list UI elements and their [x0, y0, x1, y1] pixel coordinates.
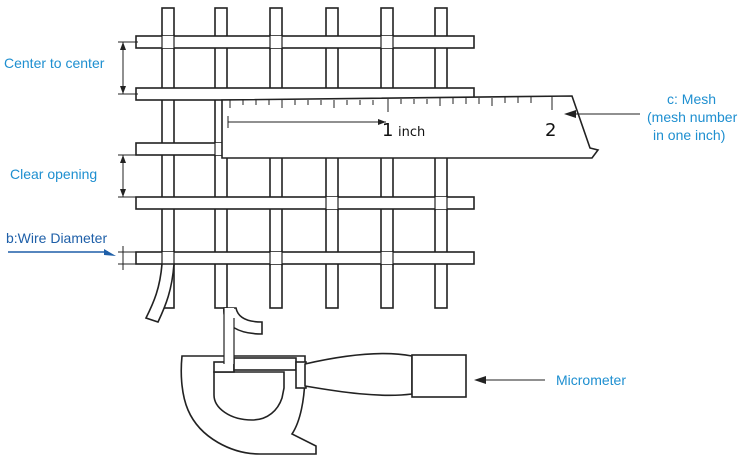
mesh-label-line3: in one inch) [653, 127, 725, 143]
mesh-pointer [564, 110, 640, 118]
vertical-wire [161, 7, 175, 309]
micrometer-pointer [474, 376, 545, 384]
micrometer-spindle [233, 357, 297, 371]
ruler-inch-unit: inch [398, 125, 425, 140]
horizontal-wire [135, 196, 475, 210]
horizontal-wire [135, 251, 475, 265]
micrometer-frame [180, 355, 317, 455]
micrometer [180, 307, 467, 455]
mesh-label-line1: c: Mesh [667, 91, 716, 107]
horizontal-wire [135, 35, 475, 49]
wire-diameter-dimension [8, 246, 136, 270]
clear-opening-dimension [118, 154, 138, 198]
ruler-mark-2: 2 [545, 120, 556, 141]
bent-wire-end [144, 263, 175, 323]
center-to-center-dimension [118, 41, 138, 95]
micrometer-sleeve [304, 352, 413, 397]
micrometer-label: Micrometer [556, 372, 626, 388]
micrometer-thimble [411, 354, 467, 398]
ruler-mark-1: 1 [382, 120, 393, 141]
ruler: 1 inch 2 [221, 95, 600, 159]
center-to-center-label: Center to center [4, 55, 105, 71]
inch-span-arrow [378, 119, 386, 125]
mesh-label-line2: (mesh number [647, 109, 738, 125]
ruler-ticks [229, 97, 553, 112]
wire-diameter-label: b:Wire Diameter [6, 230, 107, 246]
clear-opening-label: Clear opening [10, 166, 97, 182]
